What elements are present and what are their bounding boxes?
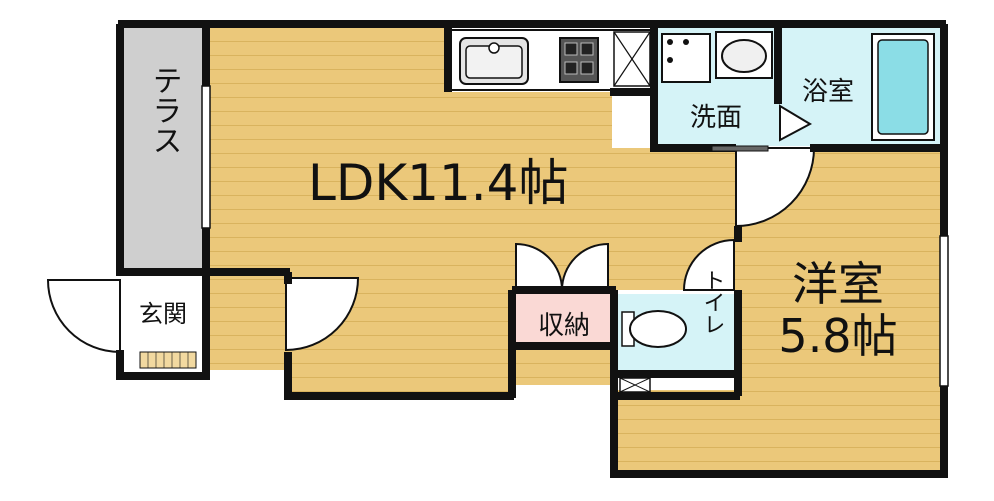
western-door xyxy=(735,147,816,228)
pipe-space xyxy=(619,377,651,393)
western-room-floor xyxy=(612,148,940,470)
storage-floor xyxy=(514,294,614,344)
ldk-label: LDK11.4帖 xyxy=(308,154,568,212)
bathtub-icon xyxy=(871,33,935,141)
toilet-door xyxy=(682,238,735,291)
storage-label: 収納 xyxy=(538,311,590,341)
entrance-step xyxy=(139,351,197,369)
corridor-door xyxy=(285,277,360,352)
stove-icon xyxy=(559,37,599,83)
western-room-label: 洋室 xyxy=(792,257,884,311)
toilet-label: トイレ xyxy=(700,269,725,335)
bathroom-label: 浴室 xyxy=(802,77,854,107)
front-door xyxy=(46,279,121,354)
entrance-step-lines xyxy=(147,352,189,368)
washroom-label: 洗面 xyxy=(690,103,742,133)
bath-door xyxy=(779,104,813,142)
windows xyxy=(201,85,949,387)
washer-pan-icon xyxy=(661,33,711,83)
entrance-label: 玄関 xyxy=(139,300,187,328)
doors xyxy=(46,104,816,354)
western-window xyxy=(939,235,949,387)
fridge-space xyxy=(613,31,651,87)
kitchen-counter xyxy=(449,29,657,91)
terrace-label: テラス xyxy=(147,65,182,155)
washbasin-icon xyxy=(715,31,773,79)
corridor-floor xyxy=(206,270,290,370)
sink-icon xyxy=(459,37,529,85)
labels: LDK11.4帖 洋室 5.8帖 テラス 玄関 収納 洗面 浴室 トイレ xyxy=(139,65,898,363)
terrace-floor xyxy=(124,28,206,272)
toilet-icon xyxy=(621,310,687,348)
terrace-window xyxy=(201,85,211,229)
washroom-door-rail xyxy=(711,145,769,152)
western-room-size: 5.8帖 xyxy=(778,309,897,363)
